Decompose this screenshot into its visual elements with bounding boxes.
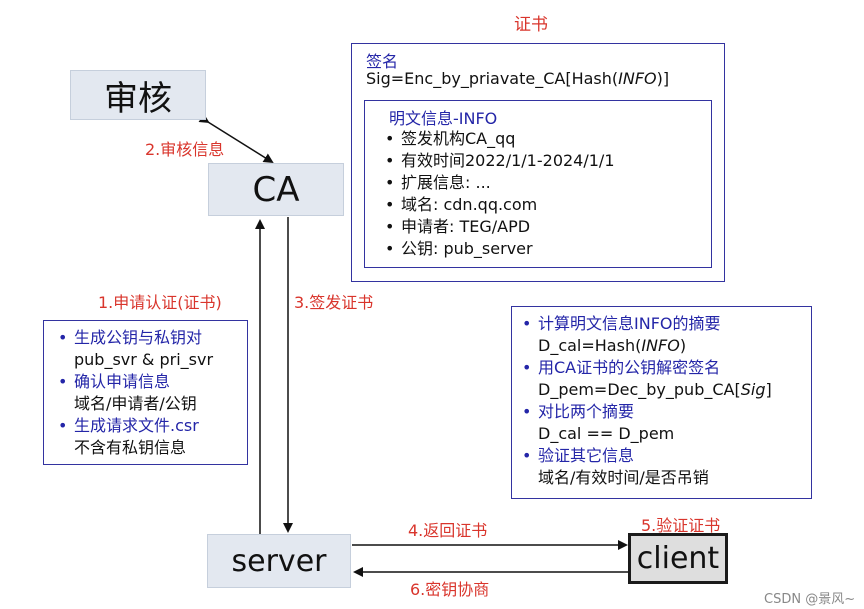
info-item: •签发机构CA_qq (385, 129, 516, 148)
info-title: 明文信息-INFO (389, 109, 498, 128)
verify-step-detail: D_cal == D_pem (538, 424, 675, 443)
server-steps-list: •生成公钥与私钥对 pub_svr & pri_svr •确认申请信息 域名/申… (56, 327, 213, 459)
ca-node: CA (208, 163, 344, 216)
verify-steps-list: •计算明文信息INFO的摘要 D_cal=Hash(INFO) •用CA证书的公… (520, 313, 772, 489)
server-node: server (207, 534, 351, 588)
verify-step-detail: D_pem=Dec_by_pub_CA[Sig] (538, 380, 772, 399)
info-list: •签发机构CA_qq •有效时间2022/1/1-2024/1/1 •扩展信息:… (383, 128, 615, 260)
info-item: •扩展信息: ... (385, 173, 491, 192)
verify-step-detail: D_cal=Hash(INFO) (538, 336, 687, 355)
verify-step-title: •对比两个摘要 (522, 402, 635, 421)
watermark: CSDN @景风~ (764, 592, 856, 607)
signature-label: 签名 (366, 52, 399, 71)
audit-ca-arrow (198, 113, 274, 164)
certificate-title: 证书 (514, 15, 548, 35)
info-item: •申请者: TEG/APD (385, 217, 531, 236)
audit-node: 审核 (70, 70, 206, 120)
client-node: client (628, 533, 728, 584)
verify-steps-box: •计算明文信息INFO的摘要 D_cal=Hash(INFO) •用CA证书的公… (511, 306, 812, 499)
verify-step-title: •用CA证书的公钥解密签名 (522, 358, 721, 377)
info-item: •有效时间2022/1/1-2024/1/1 (385, 151, 615, 170)
server-step-title: •生成公钥与私钥对 (58, 328, 203, 347)
step-return-label: 4.返回证书 (408, 521, 488, 540)
info-item: •公钥: pub_server (385, 239, 533, 258)
info-box: 明文信息-INFO •签发机构CA_qq •有效时间2022/1/1-2024/… (364, 100, 712, 268)
verify-step-title: •计算明文信息INFO的摘要 (522, 314, 721, 333)
verify-step-detail: 域名/有效时间/是否吊销 (538, 468, 709, 487)
info-item: •域名: cdn.qq.com (385, 195, 538, 214)
server-step-detail: pub_svr & pri_svr (74, 350, 214, 369)
server-step-title: •确认申请信息 (58, 372, 171, 391)
step-verify-label: 5.验证证书 (641, 516, 721, 535)
server-step-detail: 不含有私钥信息 (74, 438, 187, 457)
server-step-title: •生成请求文件.csr (58, 416, 199, 435)
signature-formula: Sig=Enc_by_priavate_CA[Hash(INFO)] (366, 69, 670, 88)
step-issue-label: 3.签发证书 (294, 293, 374, 312)
server-step-detail: 域名/申请者/公钥 (74, 394, 197, 413)
server-steps-box: •生成公钥与私钥对 pub_svr & pri_svr •确认申请信息 域名/申… (43, 320, 248, 465)
step-negotiate-label: 6.密钥协商 (410, 580, 490, 599)
verify-step-title: •验证其它信息 (522, 446, 635, 465)
step-apply-label: 1.申请认证(证书) (98, 293, 222, 312)
certificate-box: 签名 Sig=Enc_by_priavate_CA[Hash(INFO)] 明文… (351, 43, 725, 282)
step-audit-label: 2.审核信息 (145, 140, 225, 159)
